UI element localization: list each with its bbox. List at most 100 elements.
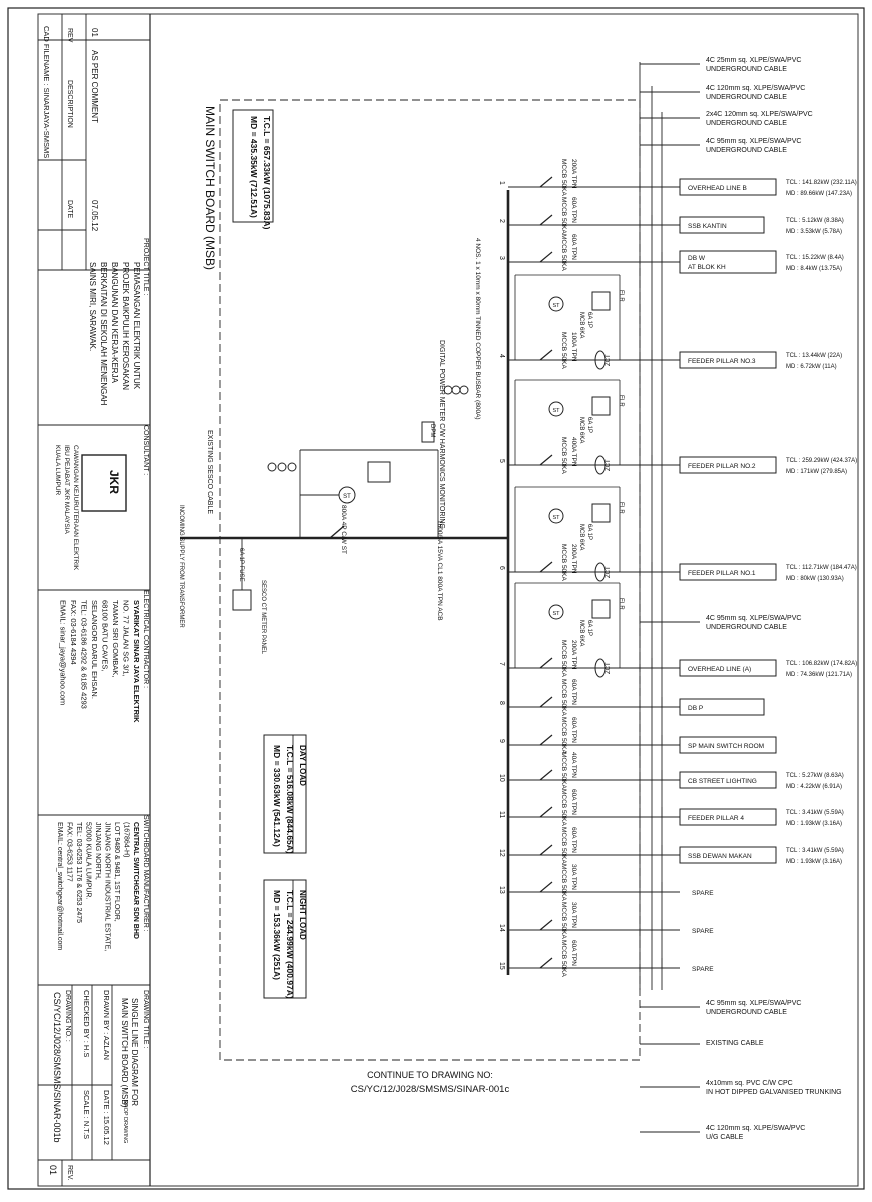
- zero-sequence-ct: [594, 562, 606, 582]
- cable-spec: IN HOT DIPPED GALVANISED TRUNKING: [706, 1089, 842, 1096]
- rev-number: 01: [90, 28, 99, 37]
- circuit-md: MD : 80kW (130.93A): [786, 576, 844, 582]
- manufacturer-label: SWITCHBOARD MANUFACTURER :: [142, 815, 149, 932]
- circuit-breaker: [539, 957, 553, 969]
- date-header: DATE: [66, 200, 73, 218]
- description-header: DESCRIPTION: [66, 80, 73, 128]
- circuit-tcl: TCL : 106.82kW (174.82A): [786, 661, 857, 667]
- cable-spec: 4C 120mm sq. XLPE/SWA/PVC: [706, 1125, 805, 1132]
- manufacturer-line: LOT 9480 & 9481, 1ST FLOOR,: [113, 822, 120, 922]
- breaker-type: MCCB 50KA: [560, 679, 567, 717]
- cable-spec: UNDERGROUND CABLE: [706, 147, 787, 154]
- contractor-line: NO. 77 JALAN SG 3/1,: [122, 600, 131, 677]
- circuit-breaker: [539, 844, 553, 856]
- incomer-acb: 1600/5A 15VA CL1 800A TPN ACB: [436, 520, 443, 621]
- mcb-label: MCB 6KA: [578, 524, 584, 550]
- circuit-breaker: [539, 251, 553, 263]
- indicator-lamp: [267, 462, 277, 472]
- circuit-tcl: TCL : 13.44kW (22A): [786, 353, 842, 359]
- night-md: MD = 153.36kW (251A): [272, 890, 282, 980]
- circuit-tcl: TCL : 3.41kW (5.59A): [786, 848, 844, 854]
- day-load-box: [263, 734, 307, 854]
- contractor-line: SYARIKAT SINAR JAYA ELEKTRIK: [132, 600, 141, 723]
- circuit-tcl: TCL : 112.71kW (184.47A): [786, 565, 857, 571]
- cable-spec: UNDERGROUND CABLE: [706, 94, 787, 101]
- zero-sequence-ct: [594, 350, 606, 370]
- cable-spec: UNDERGROUND CABLE: [706, 66, 787, 73]
- drawing-title-line: SINGLE LINE DIAGRAM FOR: [130, 998, 139, 1106]
- rev-description: AS PER COMMENT: [90, 50, 99, 123]
- shunt-trip-label: ST: [552, 515, 560, 521]
- shop-drawing: SHOP DRAWING: [122, 1100, 128, 1143]
- destination-label: SP MAIN SWITCH ROOM: [688, 743, 764, 750]
- circuit-tcl: TCL : 5.27kW (8.63A): [786, 773, 844, 779]
- breaker-rating: 60A TPN: [570, 940, 577, 966]
- destination-box: [680, 922, 764, 938]
- breaker-rating: 400A TPN: [570, 437, 577, 467]
- continue-drawing-number: CS/YC/12/J028/SMSMS/SINAR-001c: [351, 1084, 510, 1095]
- breaker-rating: 40A TPN: [570, 752, 577, 778]
- circuit-breaker: [539, 919, 553, 931]
- circuit-number: 6: [498, 566, 505, 570]
- breaker-type: MCCB 50KA: [560, 902, 567, 940]
- destination-box: [679, 456, 777, 474]
- circuit-md: MD : 1.93kW (3.16A): [786, 859, 842, 865]
- day-tcl: T.C.L = 516.08kW (844.65A): [285, 745, 295, 854]
- circuit-breaker: [539, 881, 553, 893]
- project-title-line: BANGUNAN DAN KERJA-KERJA: [110, 262, 119, 384]
- circuit-number: 4: [498, 354, 505, 358]
- elr-relay: [591, 291, 611, 311]
- destination-box: [679, 846, 777, 864]
- breaker-rating: 30A TPN: [570, 902, 577, 928]
- circuit-breaker: [539, 454, 553, 466]
- zero-sequence-ct: [594, 455, 606, 475]
- destination-label: FEEDER PILLAR NO.1: [688, 570, 756, 577]
- contractor-line: FAX: 03-6184 4394: [69, 600, 78, 665]
- breaker-type: MCCB 50KA: [560, 159, 567, 197]
- drawing-title-label: DRAWING TITLE :: [142, 990, 149, 1048]
- contractor-line: EMAIL: sinar_jaya@yahoo.com: [59, 600, 68, 705]
- breaker-rating: 60A TPN: [570, 789, 577, 815]
- circuit-tcl: TCL : 141.82kW (232.11A): [786, 180, 857, 186]
- cad-filename: CAD FILENAME : SINARJAYA-SMSMS: [42, 26, 51, 158]
- circuit-md: MD : 6.72kW (11A): [786, 364, 837, 370]
- dpm-label: DPM: [429, 424, 435, 437]
- contractor-line: SELANGOR DARUL EHSAN.: [90, 600, 99, 699]
- manufacturer-line: CENTRAL SWITCHGEAR SDN BHD: [132, 822, 139, 939]
- destination-box: [679, 178, 777, 196]
- drawing-no-label: DRAWING NO. :: [64, 990, 71, 1042]
- destination-box: [679, 736, 777, 754]
- manufacturer-line: JINJANG NORTH INDUSTRIAL ESTATE,: [104, 822, 111, 951]
- night-load-label: NIGHT LOAD: [298, 890, 307, 940]
- incomer-relay: 800A 4P C/W ST: [340, 505, 347, 554]
- manufacturer-line: EMAIL: central_switchgear@hotmail.com: [56, 822, 63, 950]
- circuit-breaker: [539, 769, 553, 781]
- destination-label: SPARE: [692, 890, 714, 897]
- elr-label: ELR: [618, 395, 624, 407]
- cable-spec: 4C 95mm sq. XLPE/SWA/PVC: [706, 138, 801, 145]
- rev-date: 07.05.12: [90, 200, 99, 232]
- manufacturer-line: JINJANG NORTH,: [94, 822, 101, 880]
- mcb-label: 6A 1P: [586, 312, 592, 328]
- circuit-number: 8: [498, 701, 505, 705]
- destination-label: CB STREET LIGHTING: [688, 778, 757, 785]
- mcb-label: MCB 6KA: [578, 417, 584, 443]
- diagram-area: MAIN SWITCH BOARD (MSB)T.C.L = 657.33kW …: [178, 57, 857, 1141]
- contractor-line: TAMAN SRI GOMBAK,: [111, 600, 120, 677]
- circuit-tcl: TCL : 15.22kW (8.4A): [786, 255, 844, 261]
- destination-label: DB W: [688, 255, 706, 262]
- project-title-line: PROJEK BAIKPULIH KEROSAKAN: [121, 262, 130, 390]
- destination-label: FEEDER PILLAR NO.2: [688, 463, 756, 470]
- logo-text: JKR: [107, 470, 121, 494]
- breaker-type: MCCB 50KA: [560, 940, 567, 978]
- cable-spec: UNDERGROUND CABLE: [706, 120, 787, 127]
- zct-label: ZCT: [606, 662, 612, 674]
- destination-box: [679, 659, 777, 677]
- night-load-box: [263, 879, 307, 999]
- manufacturer-line: TEL: 03-6253 1176 & 6253 2475: [75, 822, 82, 923]
- elr-relay: [591, 599, 611, 619]
- drawing-title-line: MAIN SWITCH BOARD (MSB): [120, 998, 129, 1108]
- destination-label: OVERHEAD LINE (A): [688, 666, 751, 673]
